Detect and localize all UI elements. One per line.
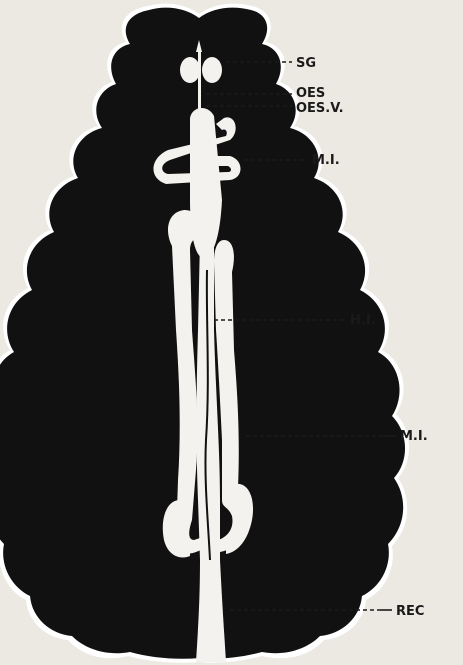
label-oes: OES	[296, 86, 325, 101]
label-oes-v: OES.V.	[296, 101, 344, 116]
label-mi-lower: M.I.	[400, 429, 428, 444]
label-rec: REC	[396, 604, 424, 619]
salivary-gland-right	[202, 57, 222, 83]
oesophagus	[198, 50, 201, 110]
label-hi: H.I.	[350, 313, 376, 328]
salivary-gland-left	[180, 57, 200, 83]
label-sg: SG	[296, 56, 316, 71]
label-mi-upper: M.I.	[312, 153, 340, 168]
